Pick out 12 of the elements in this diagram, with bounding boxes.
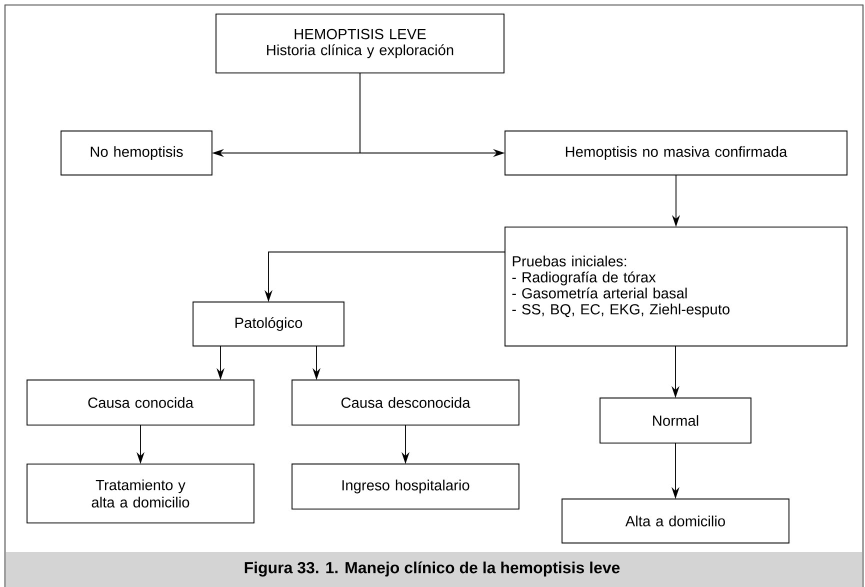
- flow-box: Hemoptisis no masiva confirmada: [504, 130, 848, 176]
- flow-box: Normal: [600, 398, 752, 444]
- flow-box: Alta a domicilio: [562, 498, 790, 544]
- flow-box: Causa conocida: [26, 380, 254, 426]
- flow-box: No hemoptisis: [60, 130, 212, 176]
- flow-box: Causa desconocida: [292, 380, 520, 426]
- flow-box: Patológico: [192, 302, 344, 346]
- flow-box: Pruebas iniciales: - Radiografía de tórax - Gasometría arterial basal - SS, BQ, EC, EKG, Ziehl-esputo: [504, 226, 848, 346]
- flow-box: Ingreso hospitalario: [292, 464, 520, 510]
- flow-box: HEMOPTISIS LEVE Historia clínica y exploración: [216, 14, 504, 74]
- flow-box: Tratamiento y alta a domicilio: [26, 464, 254, 524]
- caption-band: Figura 33. 1. Manejo clínico de la hemoptisis leve: [6, 552, 862, 587]
